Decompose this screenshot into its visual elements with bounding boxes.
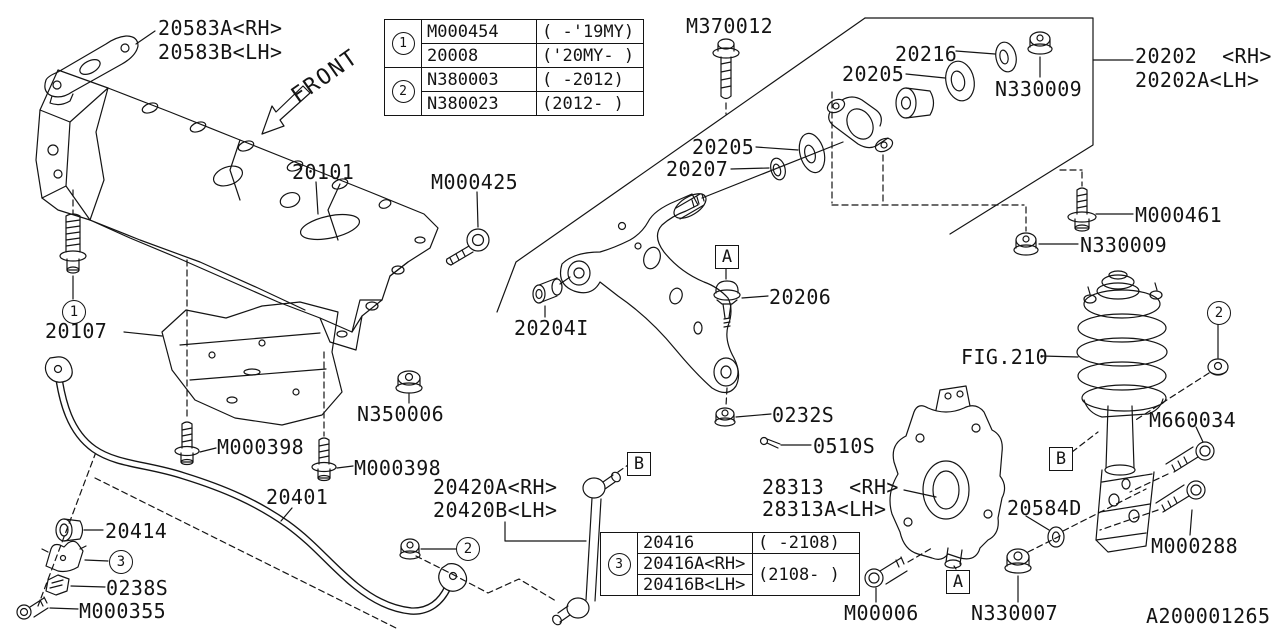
label-fig210[interactable]: FIG.210	[961, 345, 1049, 369]
strut-fasteners-art	[1004, 323, 1229, 603]
model-range-cell: ( -2108)	[752, 532, 860, 554]
stabilizer-link-art	[399, 464, 629, 626]
table-row: 20416A<RH> (2108- )	[601, 553, 860, 596]
label-20420a[interactable]: 20420A<RH>	[433, 475, 558, 499]
model-range-cell: (2012- )	[536, 91, 644, 116]
label-20420b[interactable]: 20420B<LH>	[433, 498, 558, 522]
table-row: 20008 ('20MY- )	[385, 43, 644, 68]
callout-circle-3-bar[interactable]: 3	[109, 550, 133, 574]
label-20216[interactable]: 20216	[895, 42, 958, 66]
bolt-m000425-art	[445, 191, 490, 266]
label-m000398-left[interactable]: M000398	[217, 435, 305, 459]
label-20206[interactable]: 20206	[769, 285, 832, 309]
balljoint-art	[713, 267, 812, 449]
table-row: 3 20416 ( -2108)	[600, 532, 860, 596]
label-20205-mid[interactable]: 20205	[692, 135, 755, 159]
part-number-cell[interactable]: 20416B<LH>	[637, 574, 753, 596]
label-20101[interactable]: 20101	[292, 160, 355, 184]
label-20202-lh[interactable]: 20202A<LH>	[1135, 68, 1260, 92]
table-row: 20416B<LH>	[601, 574, 860, 596]
part-number-cell[interactable]: N380023	[421, 91, 537, 116]
crossmember-art	[35, 69, 439, 351]
part-number-cell[interactable]: N380003	[421, 67, 537, 92]
label-20401[interactable]: 20401	[266, 485, 329, 509]
label-20205-upper[interactable]: 20205	[842, 62, 905, 86]
label-20207[interactable]: 20207	[666, 157, 729, 181]
label-m00006[interactable]: M00006	[844, 601, 919, 625]
part-number-cell[interactable]: 20008	[421, 43, 537, 68]
variant-table-top: 1 M000454 ( -'19MY) 20008 ('20MY- ) 2 N3…	[384, 19, 644, 116]
table-row: 2 N380003 ( -2012)	[384, 67, 644, 116]
label-0238s[interactable]: 0238S	[106, 576, 169, 600]
label-20204i[interactable]: 20204I	[514, 316, 589, 340]
bar-mount-parts-art	[16, 518, 109, 620]
label-28313[interactable]: 28313 <RH>	[762, 475, 899, 499]
label-n330007[interactable]: N330007	[971, 601, 1059, 625]
model-range-cell: ('20MY- )	[536, 43, 644, 68]
part-number-cell[interactable]: 20416	[637, 532, 753, 554]
label-n350006[interactable]: N350006	[357, 402, 445, 426]
label-m660034[interactable]: M660034	[1149, 408, 1237, 432]
label-m000355[interactable]: M000355	[79, 599, 167, 623]
label-20202-rh[interactable]: 20202 <RH>	[1135, 44, 1272, 68]
label-n330009-upper[interactable]: N330009	[995, 77, 1083, 101]
callout-box-b-strut[interactable]: B	[1049, 447, 1073, 471]
part-number-cell[interactable]: 20416A<RH>	[637, 553, 753, 575]
undercover-art	[123, 301, 343, 426]
bracket-20583-art	[44, 30, 156, 106]
bolts-m000398-art	[174, 259, 354, 482]
label-28313a[interactable]: 28313A<LH>	[762, 497, 887, 521]
front-arrow-icon	[261, 85, 311, 135]
label-m370012[interactable]: M370012	[686, 14, 774, 38]
control-arm-art	[532, 193, 740, 394]
label-m000425[interactable]: M000425	[431, 170, 519, 194]
label-20583a[interactable]: 20583A<RH>	[158, 16, 283, 40]
callout-box-b-link[interactable]: B	[627, 452, 651, 476]
knuckle-art	[864, 385, 1006, 603]
bolt-ref1-art	[59, 189, 87, 300]
label-m000461[interactable]: M000461	[1135, 203, 1223, 227]
nut-n350006-art	[395, 370, 423, 404]
label-20584d[interactable]: 20584D	[1007, 496, 1082, 520]
label-0510s[interactable]: 0510S	[813, 434, 876, 458]
arm-pivot-washers-art	[701, 132, 844, 199]
table-row: N380023 (2012- )	[385, 91, 644, 116]
label-n330009-mid[interactable]: N330009	[1080, 233, 1168, 257]
housing-parts-art	[826, 31, 1053, 153]
model-range-cell: ( -'19MY)	[536, 19, 644, 44]
housing-box-art	[496, 17, 1134, 313]
table-callout-1: 1	[391, 32, 415, 55]
stud-m370012-art	[712, 38, 740, 115]
housing-fasteners-art	[1013, 187, 1134, 256]
callout-box-a-arm[interactable]: A	[715, 245, 739, 269]
table-callout-3: 3	[607, 552, 631, 576]
drawing-number: A200001265	[1146, 604, 1271, 628]
callout-circle-2-bar[interactable]: 2	[456, 537, 480, 561]
callout-box-a-knuckle[interactable]: A	[946, 570, 970, 594]
variant-table-bottom: 3 20416 ( -2108) 20416A<RH> (2108- ) 204…	[600, 532, 860, 596]
label-0232s[interactable]: 0232S	[772, 403, 835, 427]
table-row: 1 M000454 ( -'19MY)	[384, 19, 644, 68]
label-20414[interactable]: 20414	[105, 519, 168, 543]
model-range-cell: (2108- )	[752, 553, 860, 596]
table-callout-2: 2	[391, 80, 415, 103]
label-20583b[interactable]: 20583B<LH>	[158, 40, 283, 64]
label-m000288[interactable]: M000288	[1151, 534, 1239, 558]
part-number-cell[interactable]: M000454	[421, 19, 537, 44]
strut-art	[1041, 270, 1168, 553]
callout-circle-2-strut[interactable]: 2	[1207, 301, 1231, 325]
model-range-cell: ( -2012)	[536, 67, 644, 92]
stabilizer-bar-art	[37, 356, 468, 629]
label-m000398-right[interactable]: M000398	[354, 456, 442, 480]
callout-circle-1[interactable]: 1	[62, 300, 86, 324]
label-20107[interactable]: 20107	[45, 319, 108, 343]
